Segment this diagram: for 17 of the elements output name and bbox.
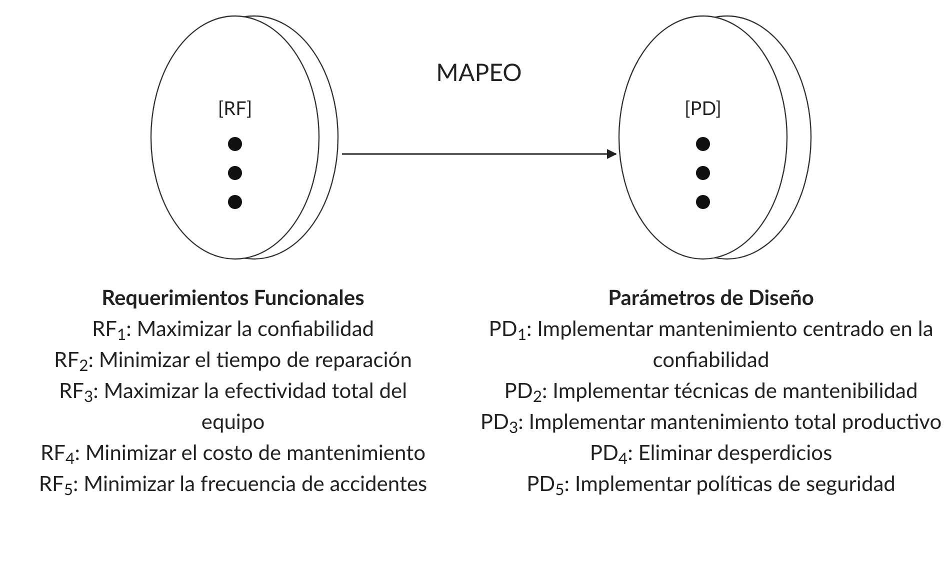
list-item: RF$_{5}$: Minimizar la frecuencia de accidentes (38, 470, 428, 499)
list-item: RF$_{3}$: Maximizar la efectividad total del equipo (58, 377, 408, 436)
set-label: [PD] (684, 96, 722, 122)
arrow (342, 149, 617, 159)
column-heading: Parámetros de Diseño (608, 284, 814, 312)
column-heading: Requerimientos Funcionales (102, 284, 364, 312)
list-item: PD$_{3}$: Implementar mantenimiento total productivo (480, 408, 942, 437)
list-item: PD$_{1}$: Implementar mantenimiento centrado en la confiabilidad (488, 315, 934, 374)
list-item: RF$_{2}$: Minimizar el tiempo de reparación (54, 346, 412, 375)
set-label: [RF] (218, 96, 252, 122)
list-item: RF$_{4}$: Minimizar el costo de mantenimiento (40, 439, 426, 468)
disc-shape (150, 15, 340, 260)
list-item: PD$_{4}$: Eliminar desperdicios (590, 439, 832, 468)
list-item: PD$_{2}$: Implementar técnicas de mantenibilidad (504, 377, 918, 406)
list-item: PD$_{5}$: Implementar políticas de seguridad (526, 470, 896, 499)
disc-shape (618, 15, 813, 260)
list-item: RF$_{1}$: Maximizar la confiabilidad (92, 315, 374, 344)
